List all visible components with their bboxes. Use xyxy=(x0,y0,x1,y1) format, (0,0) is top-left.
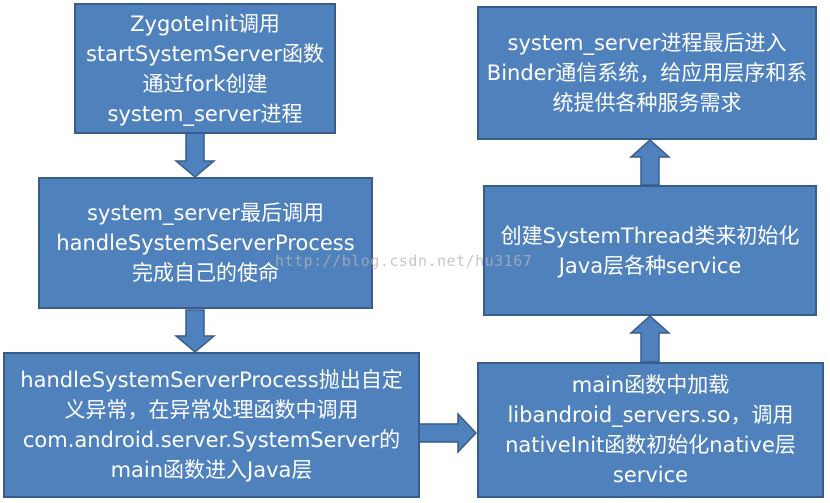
node-system-thread-text: 创建SystemThread类来初始化Java层各种service xyxy=(500,223,800,278)
arrow-n1-to-n2 xyxy=(173,132,217,178)
node-main-native-init: main函数中加载libandroid_servers.so，调用nativeI… xyxy=(477,362,824,498)
arrow-n4-to-n5 xyxy=(629,314,671,363)
node-system-server-handle-text: system_server最后调用handleSystemServerProce… xyxy=(56,201,355,285)
arrow-n2-to-n3 xyxy=(173,309,217,353)
node-zygote-init-text: ZygoteInit调用startSystemServer函数通过fork创建s… xyxy=(85,11,325,126)
node-binder-system-text: system_server进程最后进入Binder通信系统，给应用层序和系统提供… xyxy=(486,31,808,115)
arrow-n3-to-n4 xyxy=(417,412,478,454)
node-main-native-init-text: main函数中加载libandroid_servers.so，调用nativeI… xyxy=(505,373,796,487)
arrow-n5-to-n6 xyxy=(629,138,671,186)
node-handle-exception: handleSystemServerProcess抛出自定义异常，在异常处理函数… xyxy=(3,352,420,498)
node-binder-system: system_server进程最后进入Binder通信系统，给应用层序和系统提供… xyxy=(477,6,817,140)
node-system-server-handle: system_server最后调用handleSystemServerProce… xyxy=(38,177,373,309)
node-system-thread: 创建SystemThread类来初始化Java层各种service xyxy=(483,185,817,316)
watermark-text: http://blog.csdn.net/hu3167 xyxy=(275,252,533,270)
node-handle-exception-text: handleSystemServerProcess抛出自定义异常，在异常处理函数… xyxy=(20,368,403,482)
node-zygote-init: ZygoteInit调用startSystemServer函数通过fork创建s… xyxy=(74,3,336,134)
